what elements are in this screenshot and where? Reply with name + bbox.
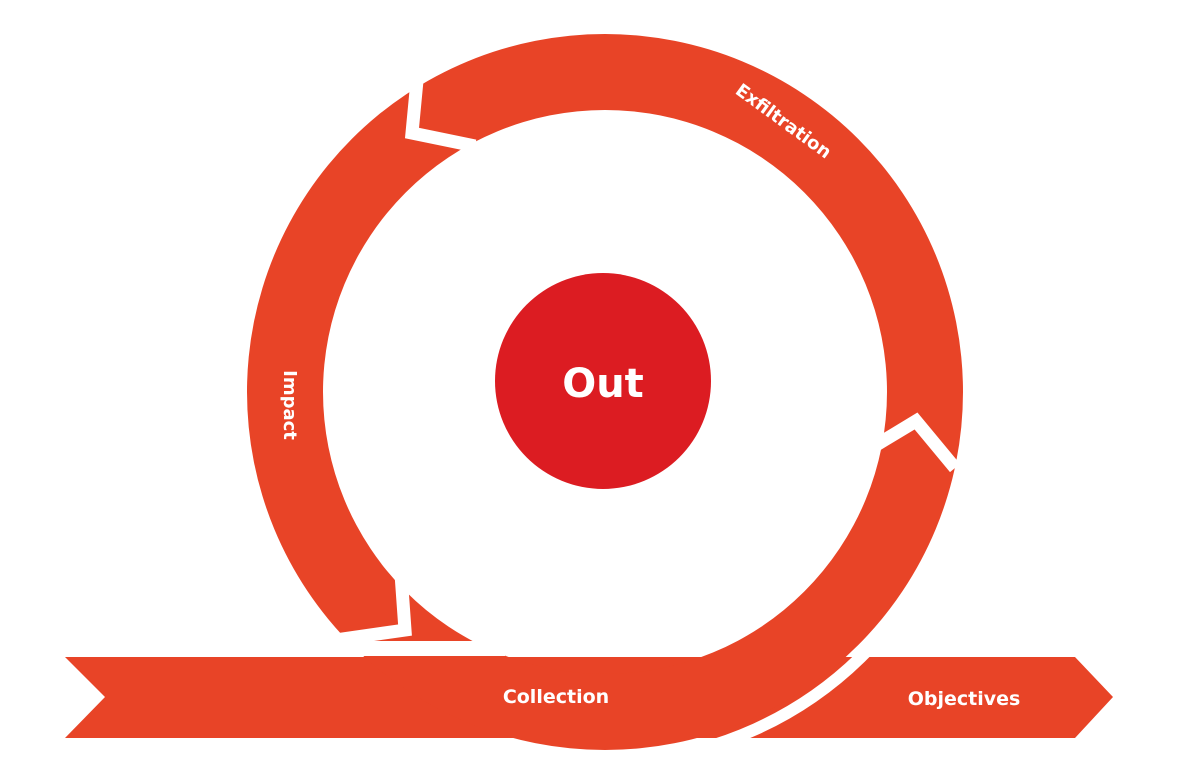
center-circle <box>495 273 711 489</box>
impact-label: Impact <box>279 370 300 440</box>
cut-bottom-left <box>334 559 412 647</box>
collection-label: Collection <box>503 686 609 708</box>
impact-arrow-gap <box>330 641 505 656</box>
center-label: Out <box>562 361 644 407</box>
cut-right <box>864 412 961 473</box>
cut-top-left <box>404 69 477 153</box>
objectives-label: Objectives <box>908 688 1021 710</box>
objectives-gap <box>639 439 974 766</box>
